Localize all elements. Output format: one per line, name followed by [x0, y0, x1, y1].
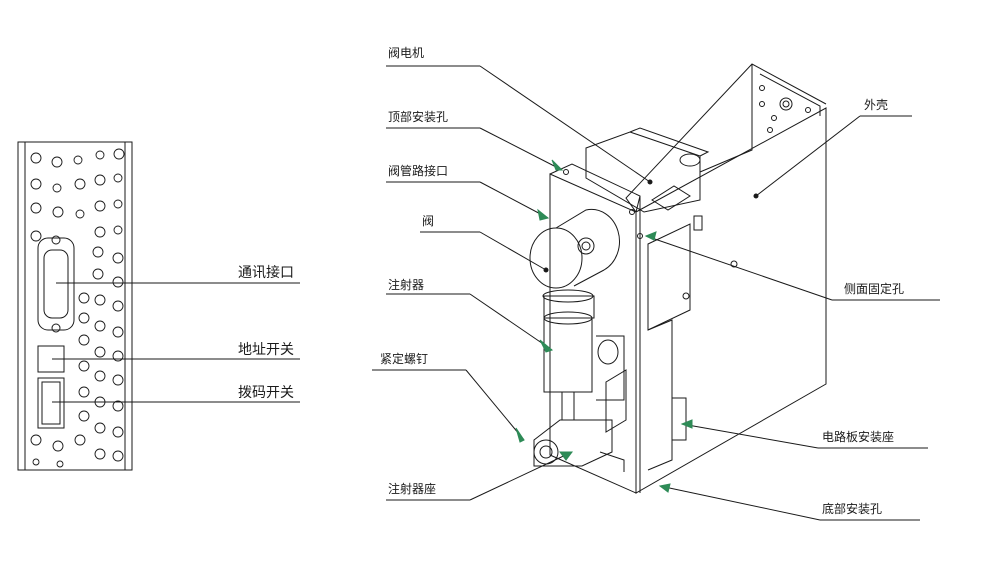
comm-port-shape — [37, 237, 75, 331]
pcb-mount-shape — [671, 397, 687, 441]
panel-holes — [30, 148, 125, 468]
label-syringe: 注射器 — [388, 278, 425, 292]
housing-side-face — [635, 107, 827, 494]
assembly-view — [372, 63, 940, 521]
label-top-mount-hole: 顶部安装孔 — [388, 110, 449, 124]
label-address-switch: 地址开关 — [238, 342, 294, 358]
label-comm-port: 通讯接口 — [238, 265, 294, 281]
dip-switch-shape — [37, 377, 65, 429]
label-syringe-seat: 注射器座 — [388, 482, 437, 496]
label-valve-pipe-port: 阀管路接口 — [388, 164, 449, 178]
arrowheads — [515, 159, 759, 493]
label-valve-motor: 阀电机 — [388, 46, 425, 60]
syringe-seat-shape — [533, 419, 613, 467]
label-pcb-mount: 电路板安装座 — [822, 430, 895, 444]
valve-shape — [529, 227, 583, 289]
syringe-shape — [543, 318, 593, 393]
housing-top-edge — [625, 63, 827, 213]
label-housing: 外壳 — [864, 98, 889, 112]
label-set-screw: 紧定螺钉 — [380, 352, 429, 366]
label-dip-switch: 拨码开关 — [238, 385, 294, 401]
label-side-fix-hole: 侧面固定孔 — [844, 282, 905, 296]
rear-panel-outline — [17, 141, 133, 471]
label-bottom-mount-hole: 底部安装孔 — [822, 502, 883, 516]
front-panel — [549, 173, 637, 494]
label-valve: 阀 — [422, 214, 435, 228]
leader-lines — [372, 65, 940, 521]
rear-panel-view — [17, 141, 300, 471]
